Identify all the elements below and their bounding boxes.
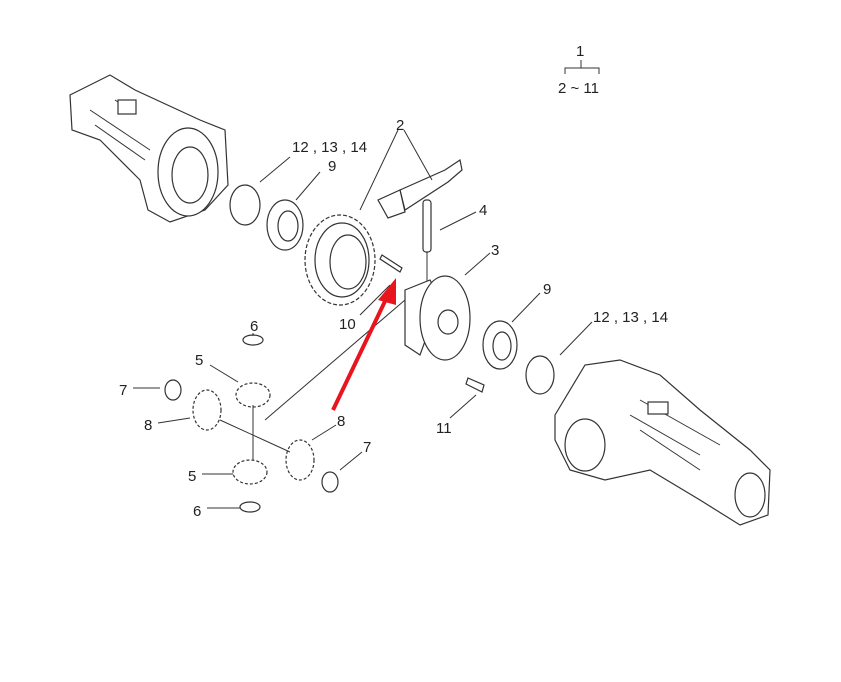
callout-8-left: 8: [144, 417, 152, 434]
side-gear-right: [285, 439, 315, 481]
callout-10: 10: [339, 316, 356, 333]
side-gear-left: [192, 389, 222, 431]
callout-6-lower: 6: [193, 503, 201, 520]
snap-ring-right: [525, 355, 555, 395]
callout-9-right: 9: [543, 281, 551, 298]
bearing-right: [482, 320, 518, 370]
drive-pinion: [377, 159, 463, 219]
callout-4: 4: [479, 202, 487, 219]
bolt: [465, 377, 485, 393]
callout-7-right: 7: [363, 439, 371, 456]
thrust-washer-lower: [239, 501, 261, 513]
callout-6-upper: 6: [250, 318, 258, 335]
callout-2: 2: [396, 117, 404, 134]
callout-12-13-14-right: 12 , 13 , 14: [593, 309, 668, 326]
callout-7-left: 7: [119, 382, 127, 399]
callout-3: 3: [491, 242, 499, 259]
right-axle-housing: [554, 359, 771, 526]
pinion-mate-gear-upper: [235, 382, 271, 408]
assembly-legend: 1 2 ~ 11: [558, 43, 600, 97]
highlight-arrow: [331, 278, 396, 411]
thrust-washer-upper: [242, 334, 264, 346]
callout-5-upper: 5: [195, 352, 203, 369]
bearing-left: [266, 199, 304, 251]
callout-12-13-14-left: 12 , 13 , 14: [292, 139, 367, 156]
pinion-shaft-pin: [422, 199, 432, 253]
differential-case: [404, 275, 471, 361]
callout-8-right: 8: [337, 413, 345, 430]
snap-ring-left: [229, 184, 261, 226]
left-axle-housing: [69, 74, 229, 223]
callout-11: 11: [436, 420, 452, 437]
ring-gear: [304, 214, 376, 306]
callout-9-left: 9: [328, 158, 336, 175]
side-washer-right: [321, 471, 339, 493]
lock-pin: [379, 254, 403, 273]
callout-5-lower: 5: [188, 468, 196, 485]
pinion-mate-gear-lower: [232, 459, 268, 485]
legend-bottom: 2 ~ 11: [558, 80, 599, 97]
legend-top: 1: [576, 43, 584, 60]
side-washer-left: [164, 379, 182, 401]
